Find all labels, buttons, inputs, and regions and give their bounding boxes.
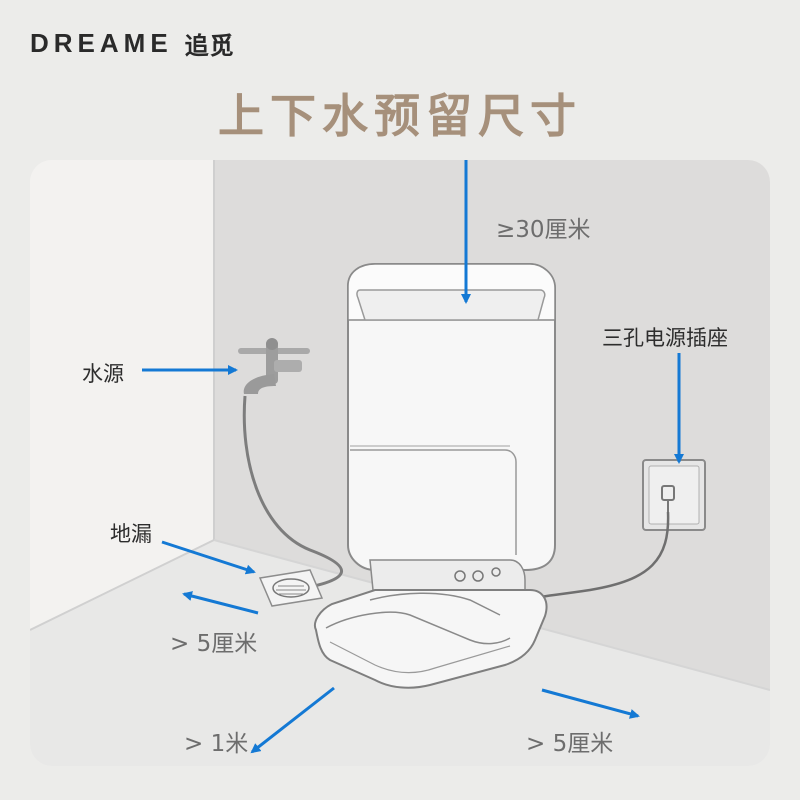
water-source-label: 水源 xyxy=(82,362,124,386)
right-clearance-label: > 5厘米 xyxy=(526,731,614,757)
power-socket-icon xyxy=(642,459,706,531)
power-socket-label: 三孔电源插座 xyxy=(602,326,728,350)
faucet-icon xyxy=(238,338,310,394)
page-title: 上下水预留尺寸 xyxy=(218,89,582,143)
installation-diagram: ≥30厘米 水源 三孔电源插座 地漏 > 5厘米 > 1米 > 5厘米 xyxy=(30,160,770,766)
left-wall xyxy=(30,160,214,630)
left-clearance-arrow xyxy=(182,591,259,615)
floor-drain-icon xyxy=(258,569,324,607)
front-clearance-arrow xyxy=(250,686,335,754)
brand-name-cn: 追觅 xyxy=(184,32,235,60)
floor-drain-label: 地漏 xyxy=(110,522,152,546)
base-station-illustration xyxy=(314,263,556,689)
scene-illustration xyxy=(30,160,770,766)
brand-name-en: DREAME xyxy=(30,28,173,58)
floor-drain-arrow xyxy=(161,540,256,575)
right-clearance-arrow xyxy=(541,688,640,719)
brand-logo: DREAME 追觅 xyxy=(30,26,235,61)
top-clearance-label: ≥30厘米 xyxy=(496,217,591,243)
left-clearance-label: > 5厘米 xyxy=(170,631,258,657)
front-clearance-label: > 1米 xyxy=(184,731,249,757)
